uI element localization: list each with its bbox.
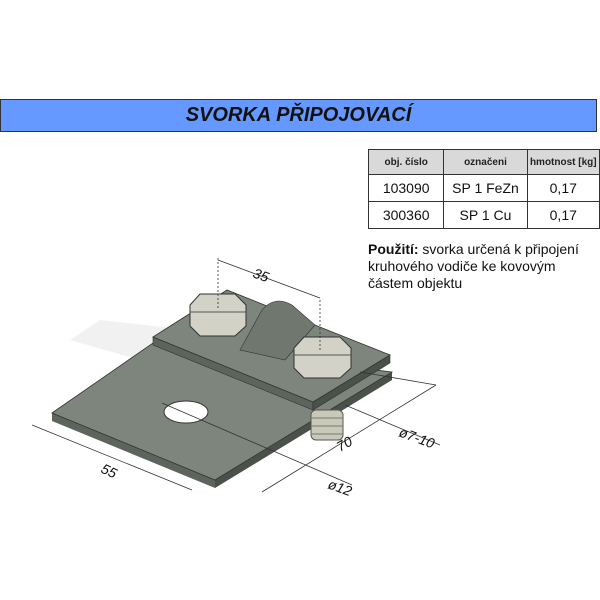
page-title: SVORKA PŘIPOJOVACÍ — [185, 104, 412, 126]
bolt-head-left — [189, 293, 247, 337]
title-bar: SVORKA PŘIPOJOVACÍ — [0, 99, 597, 132]
table-header-row: obj. číslo označeni hmotnost [kg] — [367, 149, 600, 175]
usage-text: svorka určená k připojení kruhového vodi… — [368, 241, 579, 291]
header-obj-cislo: obj. číslo — [367, 149, 445, 175]
table-row: 103090 SP 1 FeZn 0,17 — [367, 174, 600, 202]
usage-label: Použití: — [368, 241, 419, 257]
bolt-thread — [310, 409, 344, 441]
dimension-55: 55 — [99, 460, 120, 481]
bolt-head-right — [293, 336, 352, 379]
cell-hmotnost: 0,17 — [526, 174, 600, 202]
product-table: obj. číslo označeni hmotnost [kg] 103090… — [367, 149, 600, 229]
cell-oznaceni: SP 1 Cu — [443, 201, 528, 229]
usage-description: Použití: svorka určená k připojení kruho… — [368, 241, 600, 292]
table-row: 300360 SP 1 Cu 0,17 — [367, 201, 600, 229]
cell-obj-cislo: 103090 — [367, 174, 445, 202]
dimension-hole-diameter: ø12 — [326, 476, 354, 499]
mounting-hole — [163, 400, 209, 424]
dimension-70: 70 — [334, 433, 356, 455]
dimension-conductor-diameter: ø7-10 — [397, 424, 437, 452]
cell-oznaceni: SP 1 FeZn — [443, 174, 528, 202]
cell-hmotnost: 0,17 — [526, 201, 600, 229]
cell-obj-cislo: 300360 — [367, 201, 445, 229]
dimension-lines — [31, 258, 441, 493]
dimension-35: 35 — [251, 265, 271, 285]
header-hmotnost: hmotnost [kg] — [526, 149, 600, 175]
